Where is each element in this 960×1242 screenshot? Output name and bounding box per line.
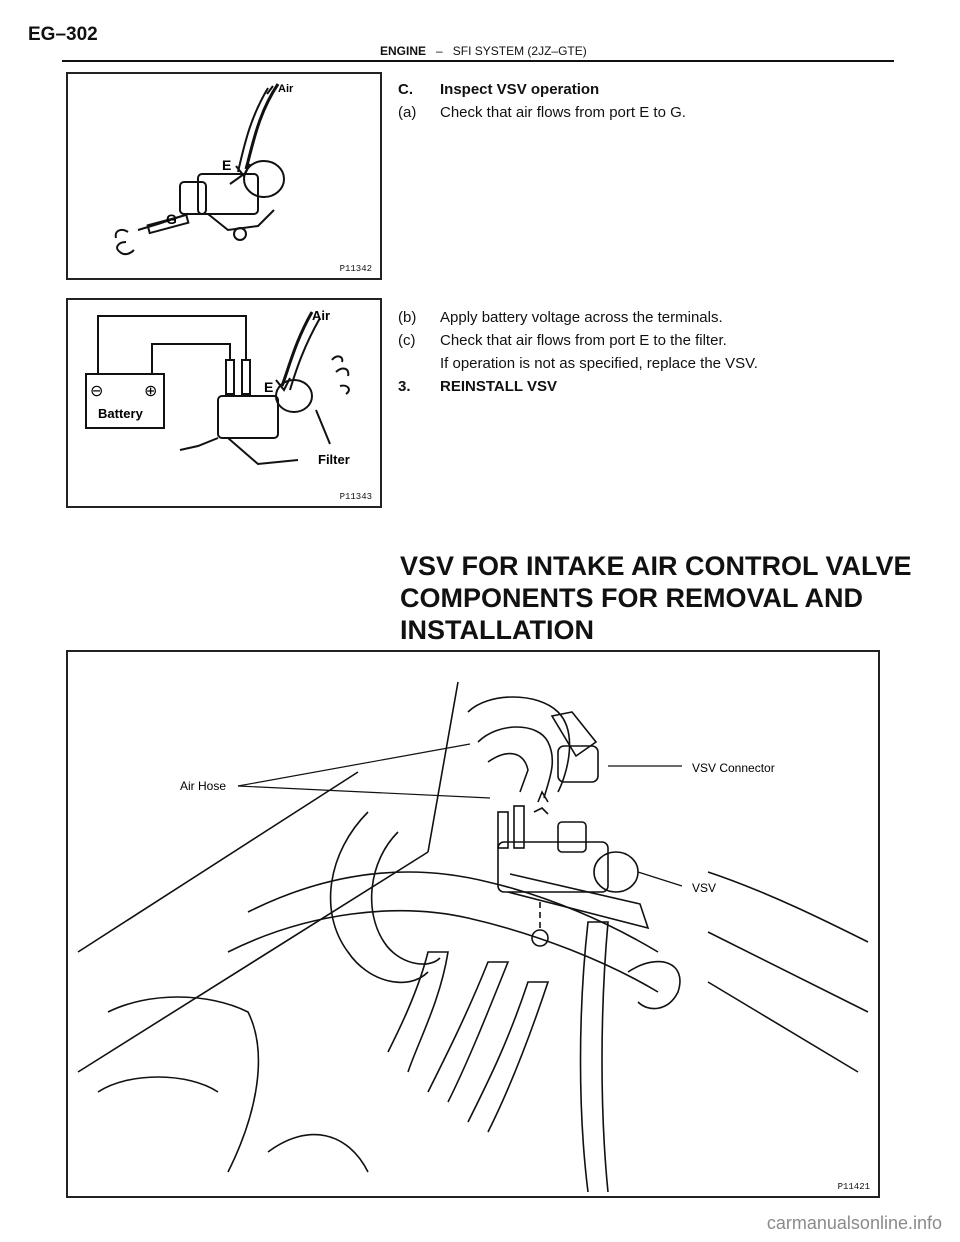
step-c-heading: C. Inspect VSV operation	[398, 78, 898, 101]
section-title: VSV FOR INTAKE AIR CONTROL VALVE COMPONE…	[400, 550, 920, 646]
figure-code: P11343	[339, 492, 372, 502]
header-rule	[62, 60, 894, 62]
air-hose-label: Air Hose	[180, 779, 226, 793]
section-title-line-2: COMPONENTS FOR REMOVAL AND	[400, 583, 864, 613]
step-c-block: C. Inspect VSV operation (a) Check that …	[398, 78, 898, 124]
filter-label: Filter	[318, 452, 350, 467]
step-c2-text: Check that air flows from port E to the …	[440, 332, 727, 349]
air-label: Air	[312, 308, 330, 323]
vsv-components-illustration: Air Hose VSV Connector VSV	[77, 681, 869, 1193]
step-3-text: REINSTALL VSV	[440, 378, 557, 395]
header-separator: –	[436, 44, 443, 58]
vsv-battery-illustration: ⊖ ⊕ Battery Air E Filter	[85, 308, 350, 467]
vsv-label: VSV	[692, 881, 716, 895]
running-header: ENGINE – SFI SYSTEM (2JZ–GTE)	[380, 44, 587, 58]
step-a-text: Check that air flows from port E to G.	[440, 104, 686, 121]
figure-vsv-with-battery: ⊖ ⊕ Battery Air E Filter P11343	[66, 298, 382, 508]
step-c2-row: (c) Check that air flows from port E to …	[398, 329, 918, 352]
step-a-row: (a) Check that air flows from port E to …	[398, 101, 898, 124]
air-label: Air	[278, 83, 294, 95]
steps-b-c-block: (b) Apply battery voltage across the ter…	[398, 306, 918, 398]
section-title-line-3: INSTALLATION	[400, 615, 594, 645]
page-number: EG–302	[28, 24, 98, 45]
port-g-label: G	[166, 211, 177, 227]
figure-vsv-components: Air Hose VSV Connector VSV P11421	[66, 650, 880, 1198]
header-section: ENGINE	[380, 44, 427, 58]
step-a-marker: (a)	[398, 104, 417, 121]
vsv-e-to-g-illustration: Air E G	[114, 83, 294, 256]
step-c-marker: C.	[398, 81, 413, 98]
step-c-text: Inspect VSV operation	[440, 81, 600, 98]
step-b-text: Apply battery voltage across the termina…	[440, 309, 723, 326]
section-title-line-1: VSV FOR INTAKE AIR CONTROL VALVE	[400, 551, 912, 581]
port-e-label: E	[264, 379, 273, 395]
replace-note-row: If operation is not as specified, replac…	[398, 352, 918, 375]
step-b-marker: (b)	[398, 309, 417, 326]
step-c2-marker: (c)	[398, 332, 416, 349]
watermark: carmanualsonline.info	[766, 1213, 942, 1233]
step-b-row: (b) Apply battery voltage across the ter…	[398, 306, 918, 329]
vsv-connector-label: VSV Connector	[692, 761, 775, 775]
port-e-label: E	[222, 157, 231, 173]
figure-vsv-port-e-to-g: Air E G P11342	[66, 72, 382, 280]
figure-code: P11421	[837, 1182, 870, 1192]
battery-label: Battery	[98, 406, 144, 421]
replace-note-text: If operation is not as specified, replac…	[440, 355, 758, 372]
step-3-marker: 3.	[398, 378, 411, 395]
header-subsection: SFI SYSTEM (2JZ–GTE)	[452, 44, 587, 58]
figure-code: P11342	[339, 264, 372, 274]
battery-minus: ⊖	[90, 383, 103, 400]
step-3-row: 3. REINSTALL VSV	[398, 375, 918, 398]
battery-plus: ⊕	[144, 383, 157, 400]
replace-note-marker	[398, 352, 440, 375]
